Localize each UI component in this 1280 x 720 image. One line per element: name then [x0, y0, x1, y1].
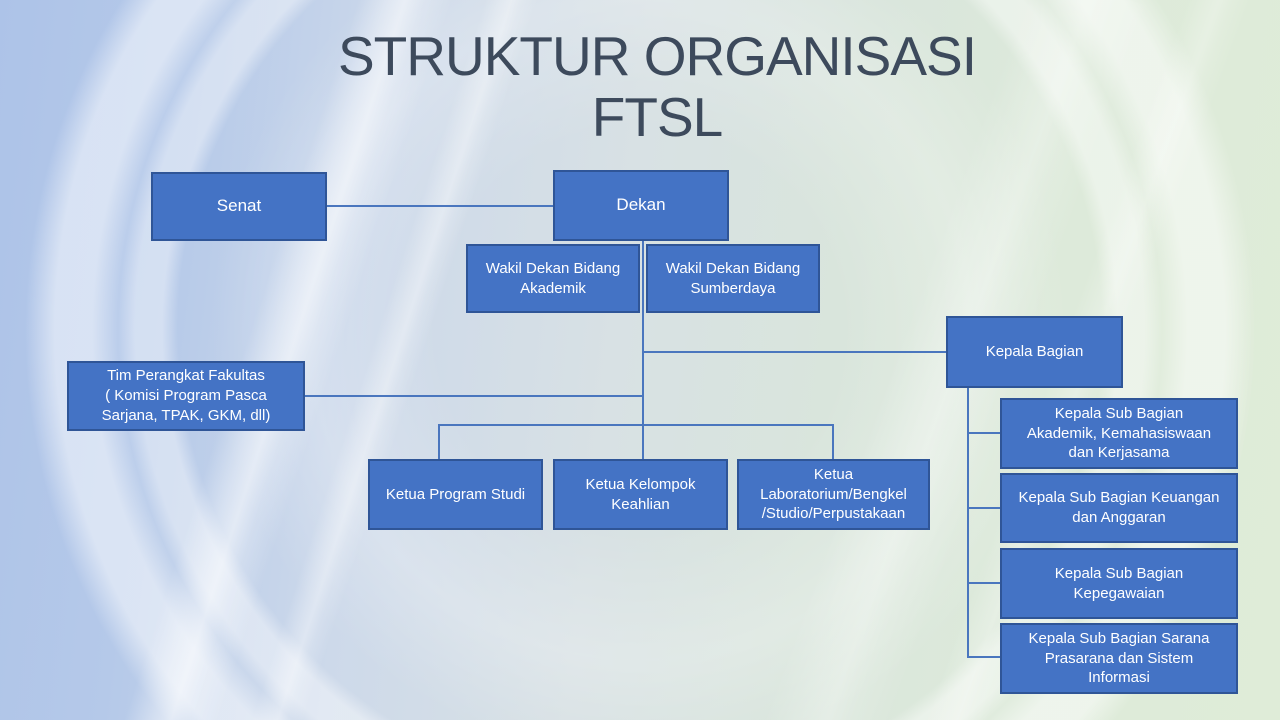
- org-node-wakil-dekan-sumberdaya: Wakil Dekan Bidang Sumberdaya: [646, 244, 820, 313]
- org-node-wakil-dekan-akademik: Wakil Dekan Bidang Akademik: [466, 244, 640, 313]
- org-node-ksb-akademik-label: Kepala Sub Bagian Akademik, Kemahasiswaa…: [1026, 404, 1212, 462]
- connector-kepala-bagian-vertical: [967, 388, 969, 658]
- org-node-kepala-bagian: Kepala Bagian: [946, 316, 1123, 388]
- org-node-ksb-kepegawaian: Kepala Sub Bagian Kepegawaian: [1000, 548, 1238, 619]
- connector-branch-ksb-kepegawaian: [969, 582, 1000, 584]
- org-node-ketua-kelompok-keahlian: Ketua Kelompok Keahlian: [553, 459, 728, 530]
- org-node-senat: Senat: [151, 172, 327, 241]
- connector-branch-ksb-sarana: [969, 656, 1000, 658]
- org-node-ksb-kepegawaian-label: Kepala Sub Bagian Kepegawaian: [1054, 564, 1184, 602]
- connector-trunk-kepala-bagian: [644, 351, 946, 353]
- org-node-dekan: Dekan: [553, 170, 729, 241]
- connector-tim-perangkat-trunk: [305, 395, 642, 397]
- org-node-ketua-laboratorium-label: Ketua Laboratorium/Bengkel /Studio/Perpu…: [760, 465, 907, 523]
- org-node-ketua-program-studi: Ketua Program Studi: [368, 459, 543, 530]
- connector-branch-ksb-keuangan: [969, 507, 1000, 509]
- slide-title-line1: STRUKTUR ORGANISASI: [337, 25, 977, 87]
- connector-lower-branch: [438, 424, 834, 426]
- org-node-ksb-sarana: Kepala Sub Bagian Sarana Prasarana dan S…: [1000, 623, 1238, 694]
- org-node-wakil-dekan-sumberdaya-label: Wakil Dekan Bidang Sumberdaya: [665, 259, 801, 297]
- org-node-ksb-akademik: Kepala Sub Bagian Akademik, Kemahasiswaa…: [1000, 398, 1238, 469]
- slide-title: STRUKTUR ORGANISASI FTSL: [34, 26, 1280, 148]
- connector-branch-ksb-akademik: [969, 432, 1000, 434]
- org-node-kepala-bagian-label: Kepala Bagian: [985, 343, 1084, 361]
- org-node-ketua-program-studi-label: Ketua Program Studi: [385, 485, 526, 503]
- org-node-ketua-kelompok-keahlian-label: Ketua Kelompok Keahlian: [585, 475, 696, 513]
- connector-senat-dekan: [327, 205, 553, 207]
- connector-drop-ketua-prodi: [438, 424, 440, 459]
- slide-title-line2: FTSL: [591, 86, 723, 148]
- org-node-senat-label: Senat: [216, 196, 262, 216]
- org-node-tim-perangkat-fakultas-label: Tim Perangkat Fakultas ( Komisi Program …: [101, 367, 271, 424]
- org-node-ksb-sarana-label: Kepala Sub Bagian Sarana Prasarana dan S…: [1028, 629, 1210, 687]
- connector-dekan-trunk: [642, 241, 644, 459]
- org-node-dekan-label: Dekan: [616, 195, 666, 215]
- org-node-wakil-dekan-akademik-label: Wakil Dekan Bidang Akademik: [485, 259, 621, 297]
- org-node-ketua-laboratorium: Ketua Laboratorium/Bengkel /Studio/Perpu…: [737, 459, 930, 530]
- org-node-ksb-keuangan: Kepala Sub Bagian Keuangan dan Anggaran: [1000, 473, 1238, 543]
- org-node-tim-perangkat-fakultas: Tim Perangkat Fakultas ( Komisi Program …: [67, 361, 305, 431]
- connector-drop-ketua-lab: [832, 424, 834, 459]
- org-node-ksb-keuangan-label: Kepala Sub Bagian Keuangan dan Anggaran: [1018, 489, 1220, 526]
